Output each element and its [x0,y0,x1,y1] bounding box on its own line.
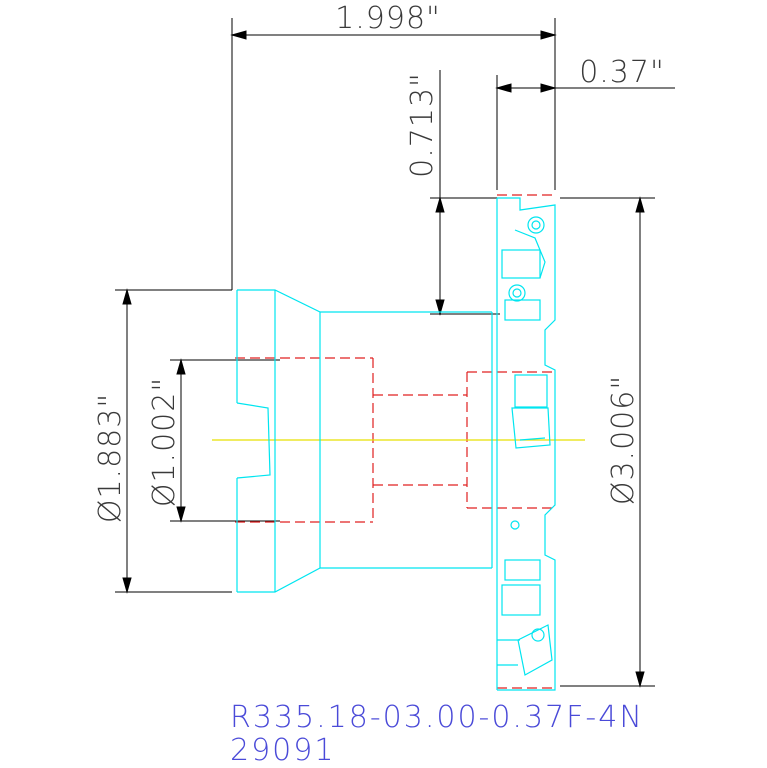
cutter-outline [236,197,556,691]
cutter-width-label: 0.37" [579,55,665,90]
part-number: R335.18-03.00-0.37F-4N [230,700,644,735]
body-offset-label: 0.713" [405,72,440,178]
overall-length-label: 1.998" [335,1,441,36]
part-code: 29091 [230,733,336,768]
body-diameter-label: Ø1.883" [93,393,128,523]
cutter-diameter-label: Ø3.006" [606,375,641,505]
dimension-lines [115,18,675,688]
hidden-lines [235,194,555,689]
bore-diameter-label: Ø1.002" [147,377,182,507]
